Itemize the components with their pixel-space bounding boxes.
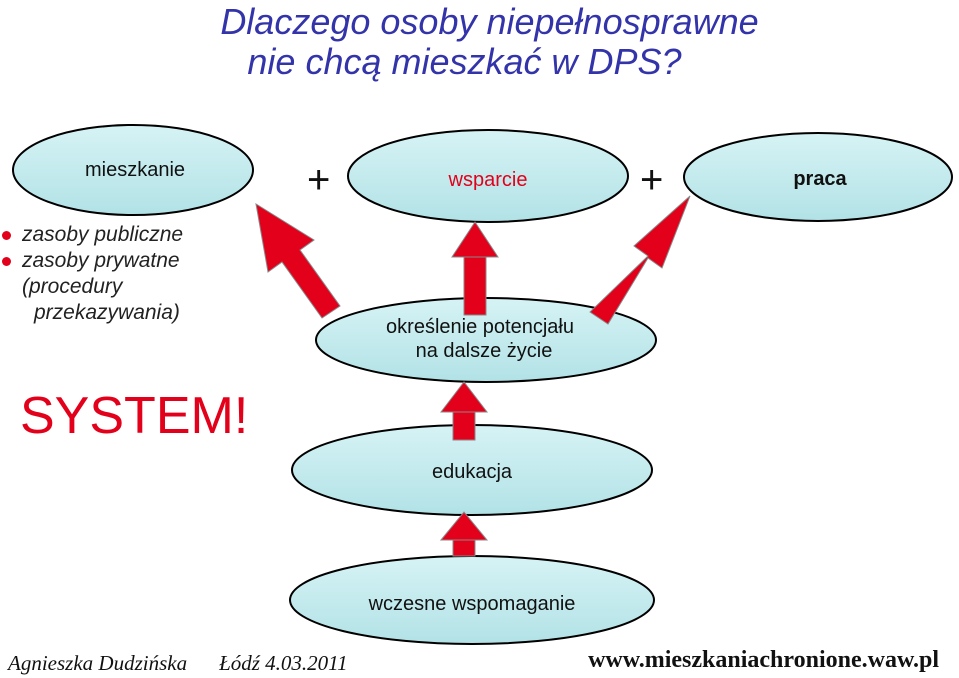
arrow-to-edukacja	[439, 511, 489, 557]
footer-date: Łódź 4.03.2011	[219, 651, 348, 675]
bullet-dot-icon	[2, 231, 11, 240]
arrow-to-potencjal	[439, 381, 489, 441]
label-edukacja: edukacja	[431, 461, 513, 483]
footer-author: Agnieszka Dudzińska Łódź 4.03.2011	[8, 651, 348, 676]
system-label: SYSTEM!	[20, 387, 249, 445]
oval-wsparcie	[347, 129, 629, 223]
bullet-item: przekazywania)	[0, 300, 183, 326]
plus-sign-right: +	[640, 158, 664, 202]
footer-url-link[interactable]: www.mieszkaniachronione.waw.pl	[588, 647, 939, 673]
label-wsparcie: wsparcie	[448, 169, 528, 191]
label-wczesne: wczesne wspomaganie	[368, 593, 576, 615]
title-line-1: Dlaczego osoby niepełnosprawne	[220, 1, 759, 42]
bullet-list: zasoby publiczne zasoby prywatne (proced…	[0, 222, 183, 326]
arrow-to-praca	[589, 195, 691, 325]
arrow-to-wsparcie	[451, 221, 499, 316]
bullet-text: (procedury	[22, 275, 123, 298]
title-line-2: nie chcą mieszkać w DPS?	[247, 41, 682, 82]
arrow-to-mieszkanie	[255, 202, 341, 319]
label-potencjal-line2: na dalsze życie	[415, 340, 553, 362]
plus-sign-left: +	[307, 158, 331, 202]
bullet-text: zasoby prywatne	[22, 249, 180, 272]
label-potencjal-line1: określenie potencjału	[386, 316, 574, 338]
bullet-text: zasoby publiczne	[22, 223, 184, 246]
label-potencjal: określenie potencjału na dalsze życie	[330, 315, 630, 363]
bullet-item: zasoby publiczne	[0, 222, 183, 248]
author-name: Agnieszka Dudzińska	[8, 651, 188, 675]
label-praca: praca	[793, 168, 847, 190]
label-mieszkanie: mieszkanie	[84, 159, 186, 181]
oval-mieszkanie	[12, 124, 254, 216]
bullet-dot-icon	[2, 257, 11, 266]
bullet-text: przekazywania)	[34, 301, 180, 324]
oval-praca	[683, 132, 953, 222]
bullet-item: zasoby prywatne	[0, 248, 183, 274]
page-title: Dlaczego osoby niepełnosprawne nie chcą …	[0, 2, 959, 82]
bullet-item: (procedury	[0, 274, 183, 300]
